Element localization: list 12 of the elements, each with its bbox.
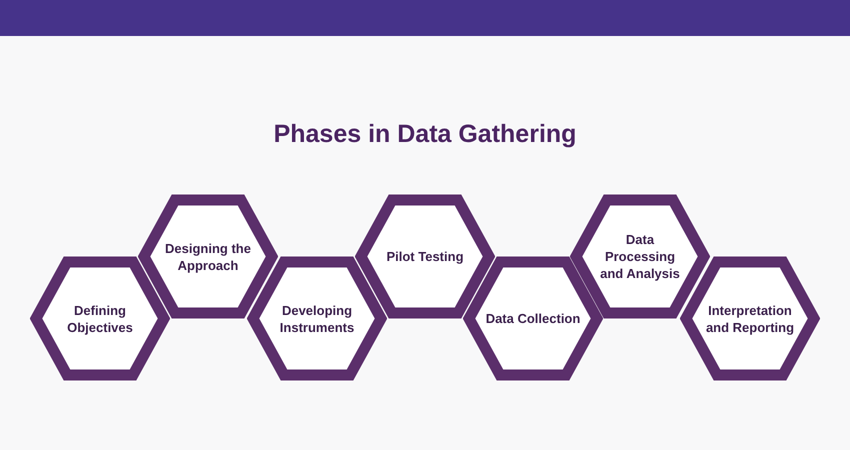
- hexagon: [30, 256, 170, 381]
- phase-label: Designing the Approach: [164, 240, 252, 274]
- phase-label: Data Collection: [485, 310, 581, 327]
- hexagon: [247, 256, 387, 381]
- hexagon: [680, 256, 820, 381]
- hexagon: [138, 194, 278, 319]
- title: Phases in Data Gathering: [272, 119, 578, 150]
- phase-label: Developing Instruments: [278, 302, 356, 336]
- phase-label: Data Processing and Analysis: [599, 231, 681, 282]
- phase-label: Pilot Testing: [385, 248, 465, 265]
- phase-label: Interpretation and Reporting: [704, 302, 796, 336]
- phase-label: Defining Objectives: [66, 302, 134, 336]
